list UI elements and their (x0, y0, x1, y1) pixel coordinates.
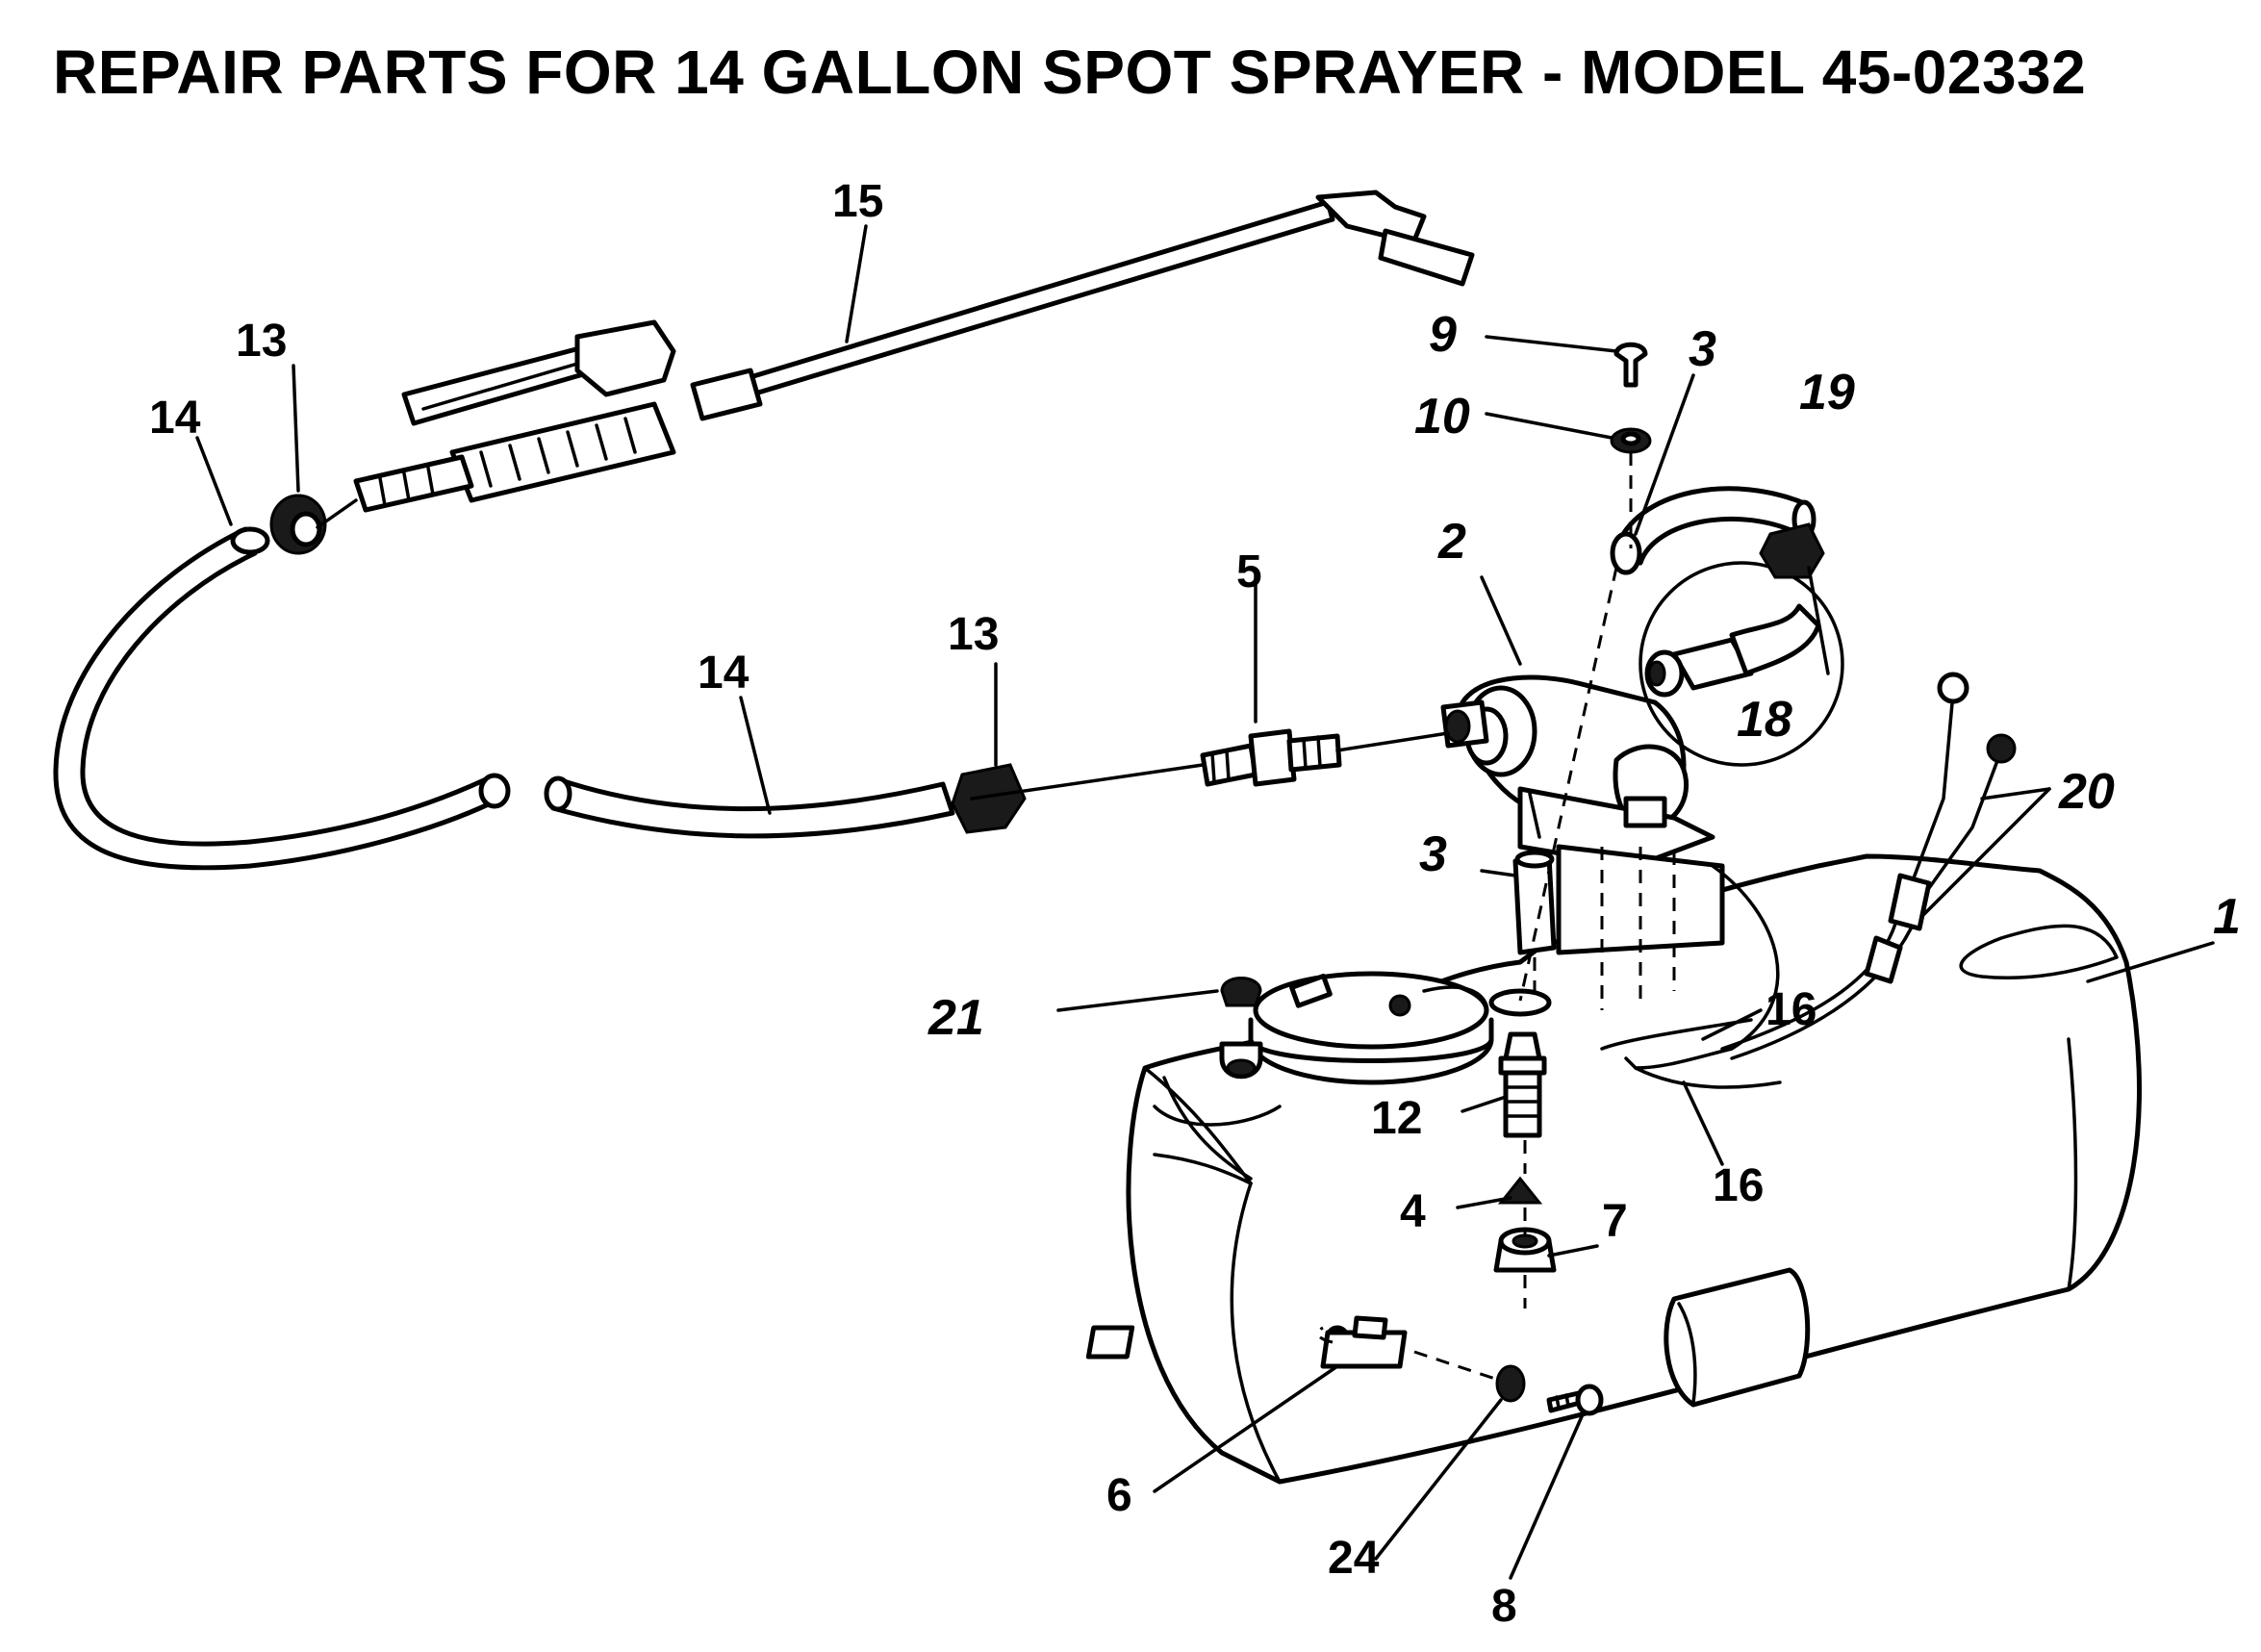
part-3-hose-lower (1512, 850, 1557, 955)
detail-inset-circle (1639, 561, 1844, 767)
callout-7: 7 (1602, 1196, 1628, 1247)
part-6-bracket (1320, 1315, 1408, 1369)
callout-19: 19 (1799, 365, 1855, 420)
callout-3-upper: 3 (1689, 321, 1716, 377)
part-13-hose-nut-lower (951, 763, 1027, 834)
part-19-nut (1759, 522, 1825, 579)
callout-20: 20 (2058, 764, 2115, 820)
callout-13-upper: 13 (236, 316, 287, 367)
part-8-bolt (1546, 1384, 1604, 1416)
part-18-elbow-fitting (1644, 603, 1821, 698)
part-2-pump (1440, 674, 1725, 955)
part-15-spray-wand (353, 190, 1475, 513)
callout-16-lower: 16 (1713, 1160, 1764, 1211)
part-14-hose-long (53, 526, 511, 871)
part-13-hose-nut-upper (269, 494, 327, 555)
callout-13-lower: 13 (948, 609, 999, 660)
callout-14-upper: 14 (149, 393, 201, 444)
diagram-title: REPAIR PARTS FOR 14 GALLON SPOT SPRAYER … (53, 38, 2087, 107)
callout-8: 8 (1491, 1581, 1517, 1632)
callout-12: 12 (1371, 1093, 1422, 1144)
callout-labels: 1 2 3 3 4 5 6 7 8 9 10 12 13 13 14 14 15… (149, 176, 2241, 1632)
assembly-lines (316, 452, 1676, 1383)
callout-14-lower: 14 (698, 648, 749, 699)
callout-18: 18 (1737, 692, 1792, 748)
callout-5: 5 (1236, 546, 1262, 597)
callout-3-lower: 3 (1419, 826, 1447, 882)
callout-2: 2 (1437, 514, 1466, 570)
callout-24: 24 (1328, 1533, 1380, 1584)
part-10-washer (1610, 427, 1652, 454)
callout-9: 9 (1429, 307, 1457, 363)
part-14-hose-short (544, 775, 955, 839)
part-20-wiring-harness (1600, 672, 2017, 1089)
callout-16-upper: 16 (1766, 984, 1816, 1035)
part-7-nut (1493, 1227, 1557, 1273)
callout-10: 10 (1414, 389, 1470, 445)
part-9-screw (1613, 342, 1648, 388)
part-21-vent-cap (1220, 977, 1262, 1007)
part-5-fitting (1200, 728, 1342, 787)
callout-1: 1 (2213, 889, 2241, 945)
part-12-barb-fitting (1498, 1031, 1547, 1138)
part-24-washer (1495, 1364, 1526, 1403)
callout-21: 21 (927, 990, 984, 1046)
callout-leaders (195, 224, 2215, 1580)
callout-15: 15 (832, 176, 883, 227)
gasket-o-ring (1488, 988, 1552, 1017)
callout-6: 6 (1106, 1470, 1132, 1521)
callout-4: 4 (1400, 1186, 1426, 1237)
